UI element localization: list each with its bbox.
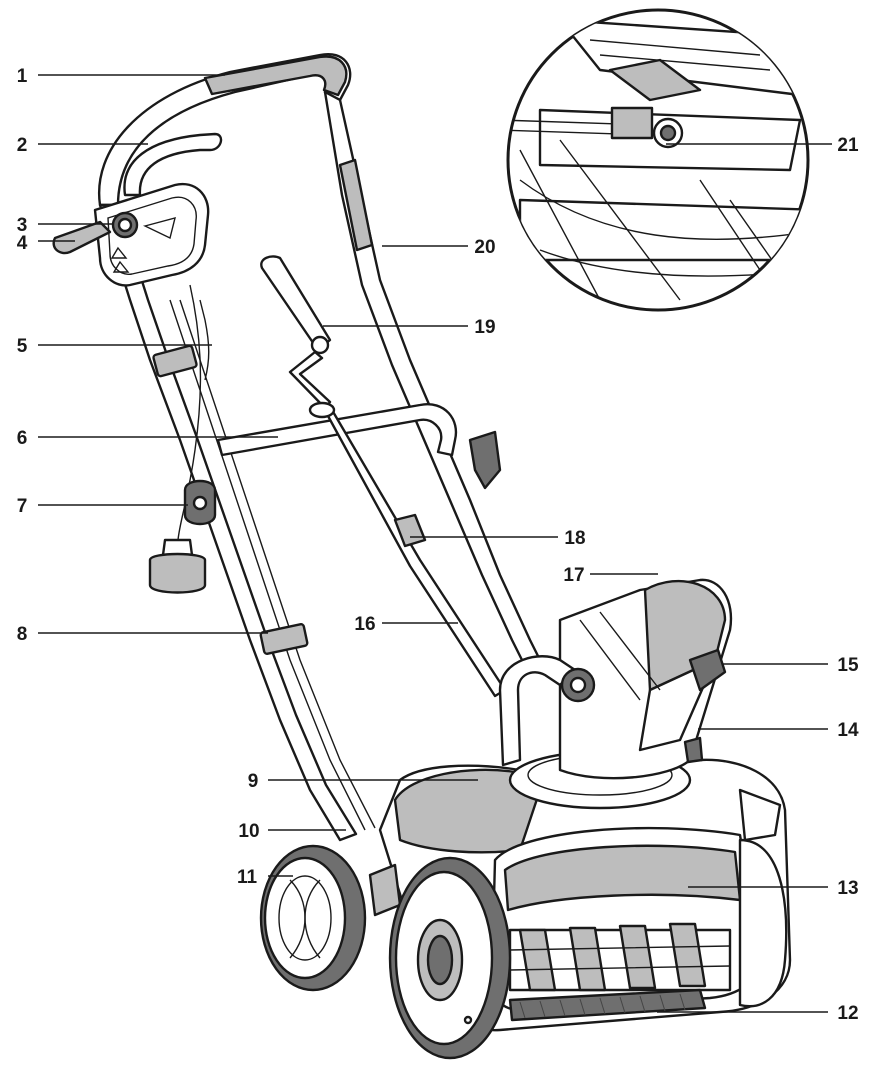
callout-lines	[38, 74, 832, 1013]
label-21: 21	[837, 135, 859, 156]
label-2: 2	[17, 135, 28, 156]
rear-wheel	[259, 844, 367, 992]
label-12: 12	[837, 1003, 858, 1024]
label-1: 1	[17, 66, 28, 87]
label-15: 15	[837, 655, 859, 676]
label-3: 3	[17, 215, 28, 236]
label-10: 10	[238, 821, 259, 842]
label-4: 4	[17, 233, 28, 254]
callout-labels: 1 2 3 4 5 6 7 8 9 10 11 12 13 14 15 16 1…	[17, 66, 859, 1024]
label-16: 16	[354, 614, 375, 635]
label-7: 7	[17, 496, 28, 517]
label-14: 14	[837, 720, 859, 741]
label-13: 13	[837, 878, 858, 899]
label-19: 19	[474, 317, 495, 338]
handle-assembly	[52, 52, 547, 842]
label-18: 18	[564, 528, 585, 549]
front-wheel	[388, 856, 512, 1060]
label-17: 17	[563, 565, 584, 586]
label-6: 6	[17, 428, 28, 449]
wheels	[259, 838, 788, 1060]
detail-inset	[506, 8, 810, 312]
label-20: 20	[474, 237, 495, 258]
label-5: 5	[17, 336, 28, 357]
discharge-chute	[498, 578, 733, 780]
label-9: 9	[248, 771, 259, 792]
auger	[508, 922, 732, 1022]
label-11: 11	[237, 867, 258, 888]
label-8: 8	[17, 624, 28, 645]
